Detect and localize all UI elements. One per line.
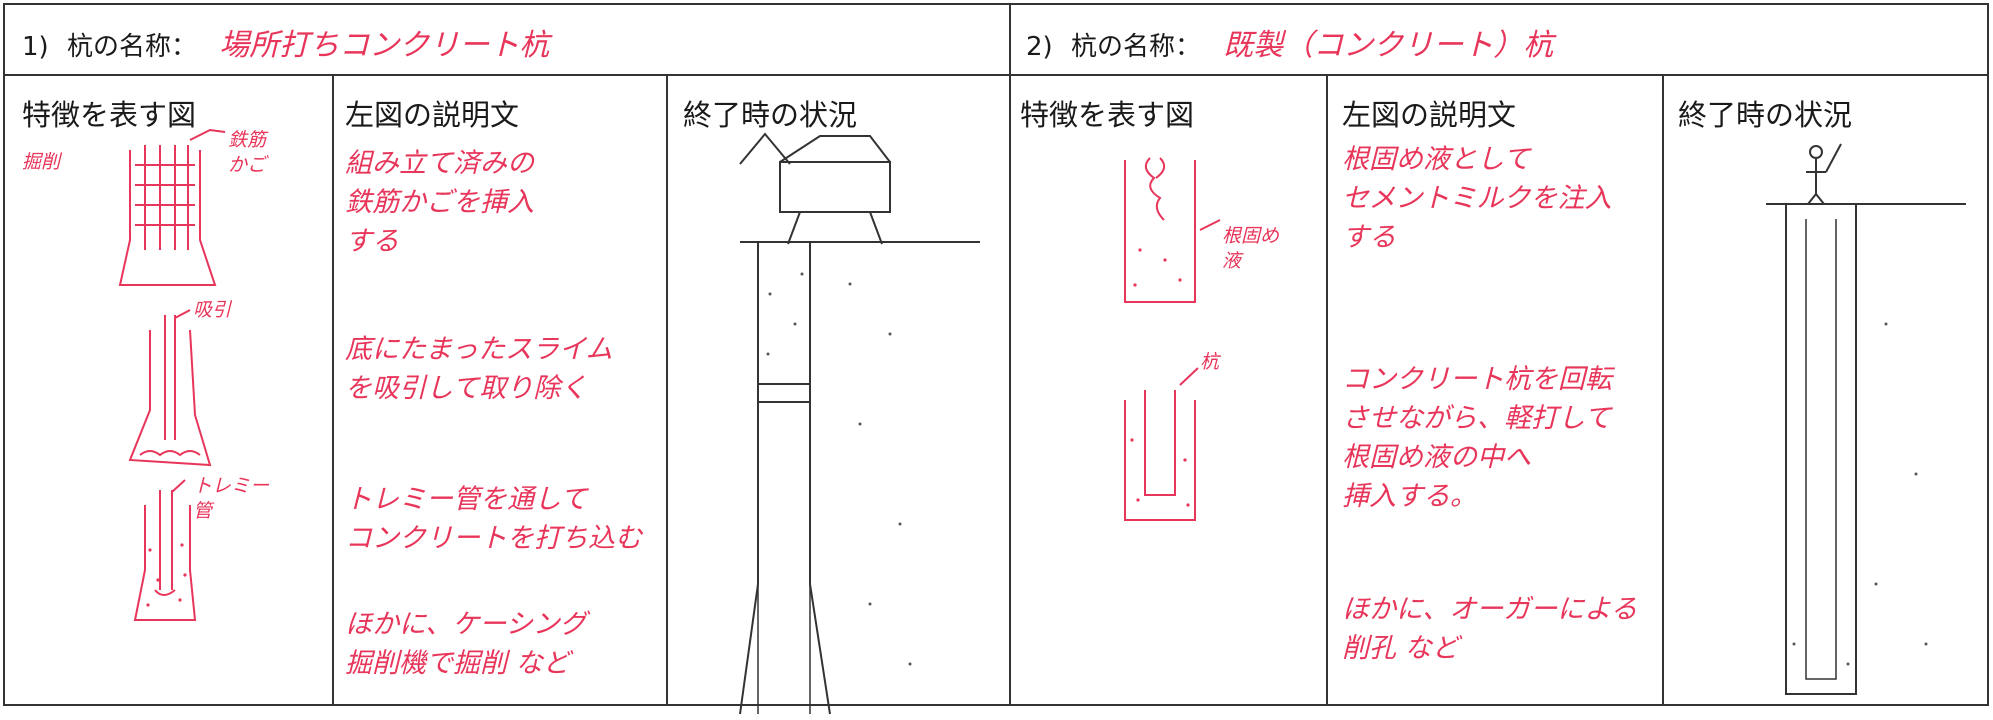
left-col-desc-header: 左図の説明文: [345, 98, 520, 132]
precast-end-state: [1766, 143, 1966, 695]
precast-pile-sketches: [1124, 157, 1221, 521]
left-desc-1: 組み立て済みの 鉄筋かごを挿入 する: [345, 148, 534, 258]
right-desc-1: 根固め液として セメントミルクを注入 する: [1342, 144, 1612, 254]
label-tremie: トレミー 管: [193, 475, 270, 522]
right-col-end-header: 終了時の状況: [1678, 98, 1853, 132]
left-number: 1): [22, 32, 49, 62]
cast-in-place-end-state: [739, 132, 980, 715]
col-divider: [666, 74, 668, 706]
right-col-desc-header: 左図の説明文: [1342, 98, 1517, 132]
left-title: 1) 杭の名称： 場所打ちコンクリート杭: [22, 20, 549, 64]
right-desc-3: ほかに、オーガーによる 削孔 など: [1342, 594, 1638, 665]
col-divider: [332, 74, 334, 706]
label-suction: 吸引: [193, 299, 232, 321]
right-name-label: 杭の名称：: [1070, 32, 1201, 62]
section-divider: [1009, 3, 1011, 706]
col-divider: [1326, 74, 1328, 706]
left-pile-name: 場所打ちコンクリート杭: [219, 28, 550, 63]
left-desc-3: トレミー管を通して コンクリートを打ち込む: [345, 484, 642, 555]
title-row-divider: [3, 74, 1989, 76]
right-title: 2) 杭の名称： 既製（コンクリート）杭: [1026, 20, 1553, 64]
left-name-label: 杭の名称：: [66, 32, 197, 62]
right-desc-2: コンクリート杭を回転 させながら、軽打して 根固め液の中へ 挿入する。: [1342, 364, 1612, 513]
col-divider: [1662, 74, 1664, 706]
label-pile: 杭: [1200, 351, 1220, 373]
left-col-figure-header: 特徴を表す図: [22, 98, 197, 132]
right-col-figure-header: 特徴を表す図: [1020, 98, 1195, 132]
table-frame: [3, 3, 1989, 706]
left-desc-2: 底にたまったスライム を吸引して取り除く: [345, 334, 613, 405]
label-drill: 掘削: [22, 151, 61, 173]
right-pile-name: 既製（コンクリート）杭: [1223, 28, 1554, 63]
left-col-end-header: 終了時の状況: [683, 98, 858, 132]
label-root-solution: 根固め 液: [1222, 225, 1280, 272]
label-rebar-cage: 鉄筋 かご: [228, 129, 267, 176]
right-number: 2): [1026, 32, 1053, 62]
left-desc-4: ほかに、ケーシング 掘削機で掘削 など: [345, 609, 587, 680]
cast-in-place-pile-sketches: [118, 128, 226, 621]
